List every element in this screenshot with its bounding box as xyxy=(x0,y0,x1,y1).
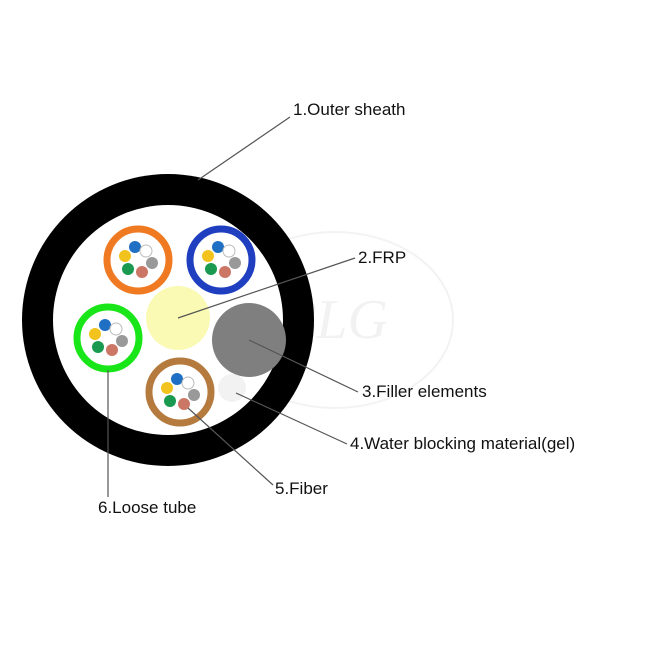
leader-filler xyxy=(248,339,359,393)
loose-tube-brown xyxy=(145,357,215,427)
label-fiber: 5.Fiber xyxy=(275,479,328,498)
label-loose-tube: 6.Loose tube xyxy=(98,498,196,517)
fiber xyxy=(122,263,134,275)
fiber xyxy=(161,382,173,394)
leader-frp xyxy=(177,257,356,319)
loose-tube-ring xyxy=(103,225,173,295)
fiber xyxy=(222,244,236,258)
fiber xyxy=(109,322,123,336)
loose-tube-green xyxy=(73,303,143,373)
fiber xyxy=(164,395,176,407)
fiber xyxy=(119,250,131,262)
loose-tube-ring xyxy=(73,303,143,373)
fiber xyxy=(92,341,104,353)
fiber xyxy=(171,373,183,385)
fiber xyxy=(129,241,141,253)
gel-highlight xyxy=(218,374,246,402)
fiber xyxy=(188,389,200,401)
fiber xyxy=(136,266,148,278)
fiber xyxy=(116,335,128,347)
loose-tube-ring xyxy=(186,225,256,295)
label-water-blocking: 4.Water blocking material(gel) xyxy=(350,434,575,453)
fiber xyxy=(212,241,224,253)
fiber xyxy=(178,398,190,410)
loose-tube-ring xyxy=(145,357,215,427)
leader-fiber xyxy=(187,407,274,486)
fiber xyxy=(205,263,217,275)
loose-tube-blue xyxy=(186,225,256,295)
label-frp: 2.FRP xyxy=(358,248,406,267)
fiber xyxy=(181,376,195,390)
label-filler-elements: 3.Filler elements xyxy=(362,382,487,401)
leader-outer-sheath xyxy=(197,116,291,181)
fiber xyxy=(106,344,118,356)
fiber xyxy=(99,319,111,331)
fiber xyxy=(139,244,153,258)
fiber xyxy=(202,250,214,262)
leader-gel xyxy=(235,392,348,445)
fiber xyxy=(219,266,231,278)
fiber xyxy=(89,328,101,340)
fiber xyxy=(146,257,158,269)
loose-tube-orange xyxy=(103,225,173,295)
label-outer-sheath: 1.Outer sheath xyxy=(293,100,405,119)
fiber xyxy=(229,257,241,269)
